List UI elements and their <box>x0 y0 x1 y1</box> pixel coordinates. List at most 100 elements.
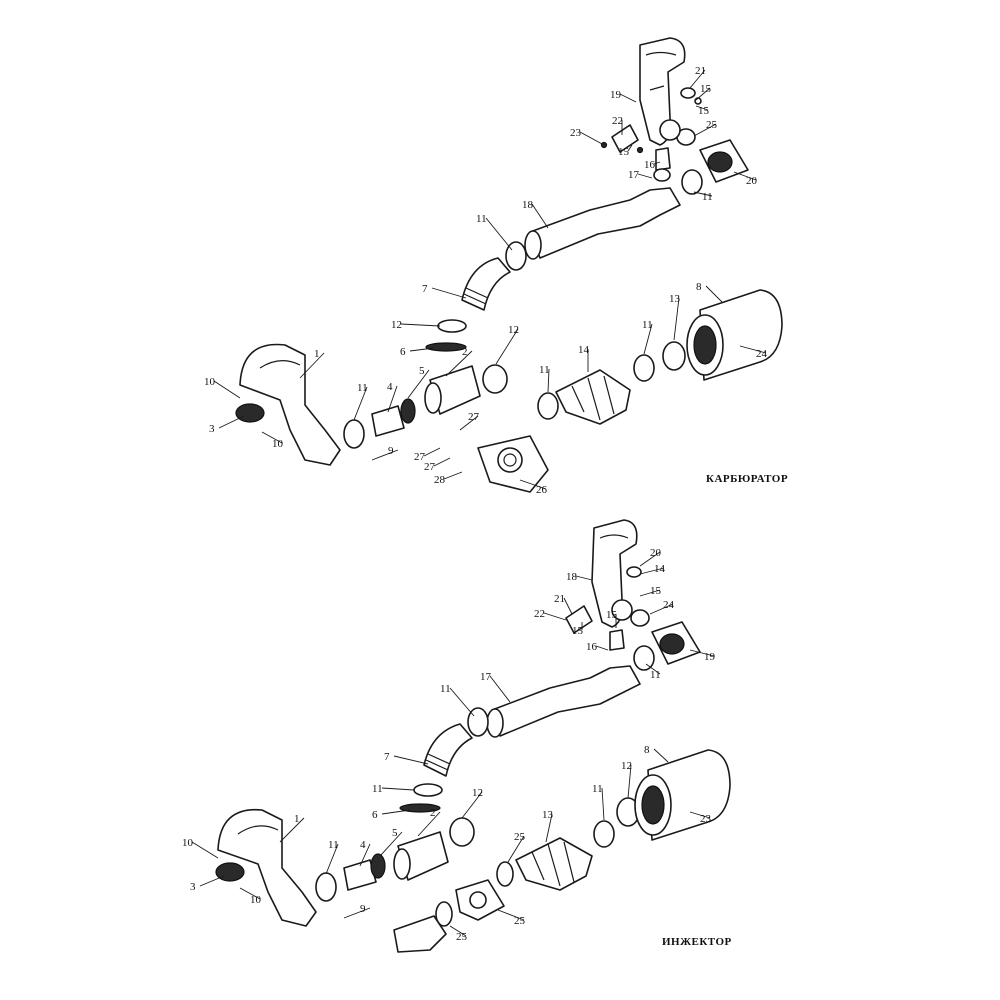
clamp-part <box>315 872 337 902</box>
callout-number: 7 <box>422 283 428 295</box>
callout-leader-line <box>407 369 430 399</box>
callout-leader-line <box>239 887 261 900</box>
callout-leader-line <box>739 345 767 354</box>
callout-leader-line <box>393 755 429 765</box>
callout-leader-line <box>545 813 553 843</box>
callout-number: 27 <box>424 461 436 473</box>
callout-leader-line <box>299 352 325 379</box>
clamp-part <box>413 783 443 797</box>
callout-leader-line <box>409 347 435 352</box>
clamp-part <box>437 319 467 333</box>
clamp-part <box>343 419 365 449</box>
callout-number: 23 <box>700 813 712 825</box>
callout-leader-line <box>689 649 715 657</box>
callout-number: 9 <box>388 445 394 457</box>
callout-number: 26 <box>536 484 548 496</box>
callout-leader-line <box>507 835 525 863</box>
mesh-disc-part <box>400 398 416 424</box>
callout-leader-line <box>639 589 661 597</box>
callout-number: 13 <box>542 809 554 821</box>
callout-leader-line <box>279 817 305 843</box>
callout-number: 1 <box>294 813 300 825</box>
callout-number: 12 <box>508 324 519 336</box>
callout-number: 11 <box>328 839 339 851</box>
callout-number: 13 <box>669 293 681 305</box>
callout-number: 21 <box>554 593 565 605</box>
callout-leader-line <box>461 791 483 819</box>
callout-leader-line <box>695 105 709 111</box>
callout-leader-line <box>381 809 411 815</box>
callout-leader-line <box>261 431 283 444</box>
callout-number: 11 <box>592 783 603 795</box>
callout-leader-line <box>637 173 653 179</box>
callout-leader-line <box>643 323 653 355</box>
callout-number: 15 <box>606 609 618 621</box>
callout-leader-line <box>627 144 633 152</box>
callout-leader-line <box>673 297 680 341</box>
callout-number: 14 <box>654 563 666 575</box>
callout-number: 11 <box>372 783 383 795</box>
callout-number: 5 <box>419 365 425 377</box>
callout-number: 27 <box>468 411 480 423</box>
callout-number: 11 <box>357 382 368 394</box>
gasket-part <box>425 342 467 352</box>
callout-leader-line <box>379 831 403 857</box>
callout-leader-line <box>485 217 513 251</box>
callout-number: 25 <box>706 119 718 131</box>
callout-leader-line <box>343 907 371 919</box>
clamp-part <box>435 901 453 927</box>
callout-leader-line <box>431 287 467 299</box>
callout-number: 20 <box>650 547 662 559</box>
callout-number: 12 <box>621 760 632 772</box>
callout-number: 15 <box>650 585 662 597</box>
callout-number: 19 <box>704 651 716 663</box>
callout-leader-line <box>649 603 674 615</box>
callout-number: 19 <box>610 89 622 101</box>
callout-leader-line <box>459 415 479 431</box>
callout-leader-line <box>579 131 605 146</box>
clamp-part <box>449 817 475 847</box>
callout-number: 9 <box>360 903 366 915</box>
callout-leader-line <box>433 457 451 467</box>
callout-leader-line <box>645 663 661 675</box>
callout-number: 17 <box>628 169 640 181</box>
callout-leader-line <box>497 909 525 921</box>
callout-number: 11 <box>440 683 451 695</box>
callout-number: 24 <box>756 348 768 360</box>
mesh-filter-part <box>235 403 265 423</box>
callout-number: 4 <box>387 381 393 393</box>
mesh-disc-part <box>370 853 386 879</box>
callout-leader-line <box>639 551 661 567</box>
callout-leader-line <box>531 203 549 229</box>
clamp-part <box>593 820 615 848</box>
callout-number: 11 <box>539 364 550 376</box>
callout-number: 2 <box>462 346 468 358</box>
long-pipe-part <box>491 665 641 737</box>
bolt-part <box>626 566 642 578</box>
callout-number: 17 <box>480 671 492 683</box>
long-pipe-part <box>529 187 681 259</box>
callout-number: 12 <box>472 787 483 799</box>
bracket-part <box>611 124 639 153</box>
callout-number: 8 <box>696 281 702 293</box>
callout-leader-line <box>423 447 441 457</box>
callout-number: 18 <box>522 199 534 211</box>
callout-number: 25 <box>514 831 526 843</box>
callout-leader-line <box>443 471 463 480</box>
callout-number: 12 <box>391 319 402 331</box>
callout-leader-line <box>695 87 711 101</box>
callout-leader-line <box>519 479 547 490</box>
intake-elbow-part <box>239 343 341 466</box>
callout-leader-line <box>653 748 669 763</box>
snorkel-part <box>639 37 686 146</box>
callout-leader-line <box>381 787 415 791</box>
callout-leader-line <box>489 675 511 703</box>
callout-leader-line <box>199 875 225 887</box>
callout-number: 18 <box>566 571 578 583</box>
callout-leader-line <box>359 843 371 867</box>
ring-part <box>611 599 633 621</box>
callout-number: 10 <box>272 438 284 450</box>
sleeve-part <box>371 405 405 437</box>
callout-leader-line <box>575 575 593 581</box>
